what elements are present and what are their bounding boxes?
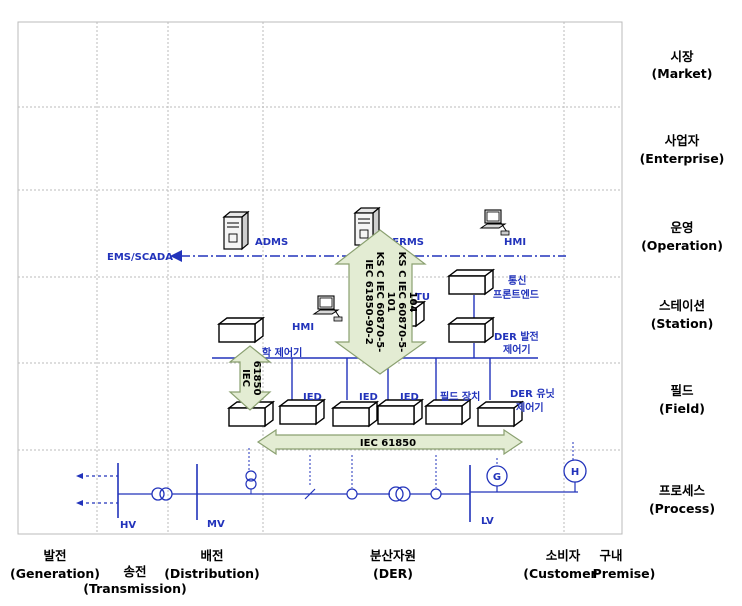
generator-icon: G	[486, 465, 508, 487]
derms-label: DERMS	[384, 237, 424, 248]
zone-operation-en: (Operation)	[641, 238, 723, 253]
small-arrow-line-1: IEC	[240, 369, 251, 387]
zone-market-en: (Market)	[652, 66, 713, 81]
domain-transmission-name: 송전	[123, 564, 146, 579]
ems-scada-arrowhead	[170, 250, 182, 262]
vertical-arrow-line-5: 104	[407, 292, 418, 313]
premise-load-icon: H	[563, 459, 587, 483]
zone-enterprise-name: 사업자	[665, 133, 700, 148]
vertical-arrow-line-4: KS C IEC 60870-5-	[396, 252, 407, 353]
zone-station-name: 스테이션	[659, 298, 705, 313]
station-zone: 통신 프론트엔드 DER 발전 제어기 학 제어기 HMI TU	[212, 269, 539, 359]
domain-labels: 발전 (Generation) 송전 (Transmission) 배전 (Di…	[10, 548, 655, 596]
ied-2-label: IED	[359, 392, 378, 403]
zone-process-en: (Process)	[649, 501, 715, 516]
domain-der-name: 분산자원	[370, 548, 416, 563]
sensor-2-icon	[430, 455, 442, 500]
field-zone: IED IED IED 필드 장치 DER 유닛 제어기	[228, 358, 555, 427]
vertical-arrow-line-2: KS C IEC 60870-5-	[374, 252, 385, 353]
zone-market-name: 시장	[670, 49, 694, 64]
horizontal-arrow-label: IEC 61850	[360, 438, 416, 449]
distribution-transformer-icon	[388, 486, 411, 502]
zone-field-name: 필드	[670, 383, 694, 398]
switch-icon	[304, 455, 316, 500]
grid-frame	[17, 21, 623, 535]
rtu-label: TU	[415, 292, 430, 303]
mv-label: MV	[207, 519, 225, 530]
ied-3-device-icon	[377, 399, 423, 425]
domain-der-en: (DER)	[373, 566, 413, 581]
vertical-comm-arrow-main	[334, 229, 427, 375]
hv-label: HV	[120, 520, 136, 531]
ems-scada-label: EMS/SCADA	[107, 252, 173, 263]
der-unit-controller-label-2: 제어기	[516, 401, 544, 414]
zone-enterprise-en: (Enterprise)	[640, 151, 725, 166]
zone-field-en: (Field)	[659, 401, 705, 416]
station-hmi-label: HMI	[292, 322, 314, 333]
adms-label: ADMS	[255, 237, 288, 248]
site-controller-device-icon	[218, 317, 264, 343]
operation-zone: EMS/SCADA ADMS DERMS HMI	[107, 207, 566, 263]
zone-station-en: (Station)	[651, 316, 714, 331]
horizontal-comm-arrow	[256, 428, 524, 456]
comm-arrows: IEC 61850-90-2 KS C IEC 60870-5- 101 KS …	[228, 229, 524, 456]
lv-label: LV	[481, 516, 494, 527]
der-plant-controller-device-icon	[448, 317, 494, 343]
zone-process-name: 프로세스	[659, 483, 706, 498]
operation-hmi-label: HMI	[504, 237, 526, 248]
der-plant-controller-label-1: DER 발전	[494, 330, 539, 343]
domain-distribution-en: (Distribution)	[164, 566, 260, 581]
site-controller-label: 학 제어기	[262, 346, 302, 359]
current-transformer-icon	[245, 448, 257, 494]
domain-premise-en: Premise)	[593, 566, 656, 581]
adms-server-icon	[223, 211, 249, 250]
generator-label: G	[493, 472, 501, 483]
process-zone: HV MV LV	[76, 442, 587, 531]
domain-customer-name: 소비자	[546, 548, 581, 563]
ied-1-label: IED	[303, 392, 322, 403]
der-plant-controller-label-2: 제어기	[503, 343, 531, 356]
small-arrow-line-2: 61850	[251, 361, 262, 396]
operation-hmi-workstation-icon	[480, 209, 510, 236]
field-device-2-icon	[425, 399, 471, 425]
comm-frontend-label-1: 통신	[508, 274, 526, 287]
vertical-comm-arrow-small	[228, 345, 272, 411]
domain-transmission-en: (Transmission)	[83, 581, 186, 596]
station-hmi-workstation-icon	[313, 295, 343, 322]
domain-generation-name: 발전	[43, 548, 66, 563]
ied-2-device-icon	[332, 401, 378, 427]
domain-distribution-name: 배전	[200, 548, 223, 563]
vertical-arrow-line-3: 101	[385, 292, 396, 313]
ied-3-label: IED	[400, 392, 419, 403]
zone-labels: 시장 (Market) 사업자 (Enterprise) 운영 (Operati…	[640, 49, 725, 516]
ied-1-device-icon	[279, 399, 325, 425]
domain-generation-en: (Generation)	[10, 566, 100, 581]
transmission-transformer-icon	[151, 487, 173, 501]
der-unit-controller-label-1: DER 유닛	[510, 387, 555, 400]
domain-premise-name: 구내	[599, 548, 622, 563]
vertical-arrow-line-1: IEC 61850-90-2	[363, 259, 374, 344]
comm-frontend-device-icon	[448, 269, 494, 295]
sensor-1-icon	[346, 455, 358, 500]
comm-frontend-label-2: 프론트엔드	[493, 288, 539, 301]
premise-load-label: H	[571, 467, 579, 478]
field-device-label: 필드 장치	[440, 390, 480, 403]
domain-customer-en: (Customer	[523, 566, 597, 581]
zone-operation-name: 운영	[670, 220, 693, 235]
